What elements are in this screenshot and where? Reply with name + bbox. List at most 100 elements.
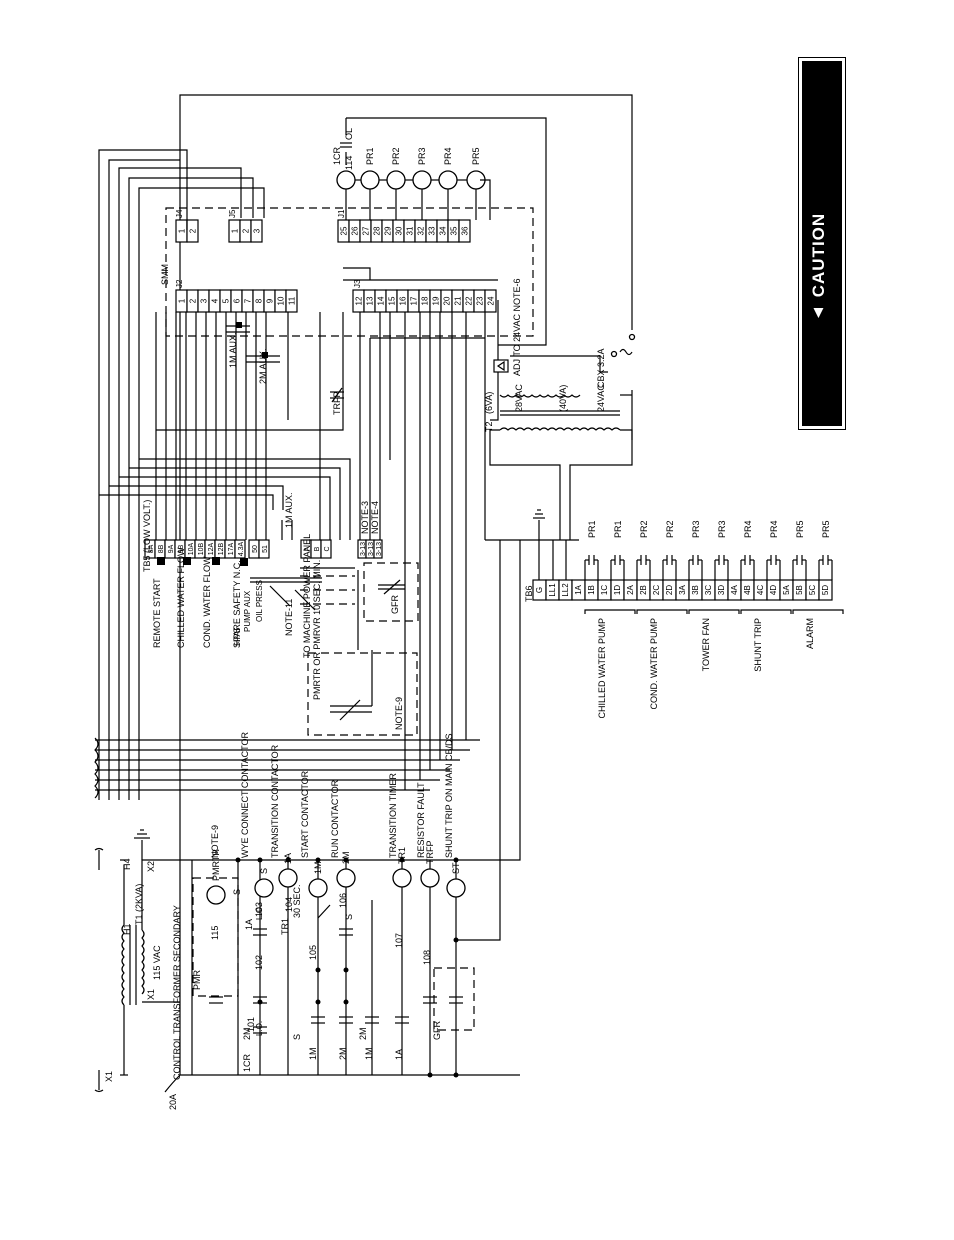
ladder-coil-label: 2M <box>341 851 351 864</box>
wire-number-label: 102 <box>254 955 264 970</box>
vac-label: 115 VAC <box>152 945 162 980</box>
j3-pin-label: 12 <box>355 296 364 305</box>
output-label: ALARM <box>805 618 815 649</box>
j2-pin-label: 6 <box>233 298 242 303</box>
tb6-terminal-label: LL1 <box>548 583 557 597</box>
h1-label: H1 <box>122 923 132 935</box>
tb6-terminal-label: G <box>535 587 544 593</box>
tb5-terminal-label: 50 <box>252 545 259 553</box>
tb5-devices <box>157 520 322 611</box>
j3-pin-label: 17 <box>410 296 419 305</box>
pmrtr-box <box>307 652 418 736</box>
tb5-title: TB5 (LOW VOLT.) <box>142 500 152 572</box>
j2-pin-label: 9 <box>266 298 275 303</box>
pmr-box <box>192 877 239 997</box>
x2-label: X2 <box>146 861 156 872</box>
input-label: CHILLED WATER FLOW <box>176 547 186 648</box>
gfr-label: GFR <box>390 595 400 614</box>
ladder-coil-label: 1A <box>283 853 293 864</box>
j3-pin-label: 21 <box>454 296 463 305</box>
aux-1m-tb5-label: 1M AUX. <box>284 492 294 528</box>
input-label: SPARE SAFETY N.C. <box>232 560 242 648</box>
ladder-coil-s <box>254 878 274 898</box>
j3-pin-label: 23 <box>476 296 485 305</box>
h4-label: H4 <box>122 858 132 870</box>
wire-number-label: 105 <box>308 945 318 960</box>
tb5-terminal <box>373 539 383 559</box>
aux-2m-label: 2M AUX. <box>258 348 268 384</box>
tb5-terminal-label: 9B <box>178 544 185 553</box>
t2-6va-label: (6VA) <box>484 392 494 414</box>
note11-label: NOTE-11 <box>284 599 294 636</box>
j3-pin-label: 22 <box>465 296 474 305</box>
output-label: COND. WATER PUMP <box>649 618 659 710</box>
pr-contact-label: PR3 <box>691 520 701 538</box>
ladder-contact-name: S <box>344 914 354 920</box>
wire-number-label: 103 <box>254 902 264 917</box>
j2-pin-label: 5 <box>222 298 231 303</box>
j3-pin <box>484 289 497 313</box>
machine-panel-wires <box>300 567 359 650</box>
tb6-terminal-label: 5C <box>808 585 817 595</box>
relay-label: PR1 <box>365 147 375 165</box>
tb6-terminal-label: 4A <box>730 584 739 594</box>
caution-banner: ▲ CAUTION <box>798 57 846 430</box>
j2-pin <box>285 289 298 313</box>
tb5-terminal <box>320 539 332 559</box>
j2-pin-label: 4 <box>211 298 220 303</box>
j2-pin-label: 1 <box>178 298 187 303</box>
ladder-coil-label: ST <box>451 862 461 874</box>
j2-name: J2 <box>175 279 184 288</box>
j1-pin-label: 25 <box>340 226 349 235</box>
j4-pin-label: 2 <box>189 228 198 233</box>
tb5-terminal-label: 4.3A <box>238 541 245 556</box>
ladder-contact-name: 1A <box>394 1049 404 1060</box>
ladder-coil-label: PMRTR <box>211 849 221 881</box>
gfr-box <box>363 562 419 622</box>
relay-label: PR4 <box>443 147 453 165</box>
tb6-terminal-label: 3D <box>717 585 726 595</box>
ladder-contact-name: 1M <box>308 1047 318 1060</box>
j2-pin-label: 2 <box>189 298 198 303</box>
j1-name: J1 <box>337 209 346 218</box>
relay-label: PR2 <box>391 147 401 165</box>
tb6-terminal-label: 1B <box>587 585 596 595</box>
v24-label: 24VAC <box>596 384 606 412</box>
tb5-terminal-label: 17A <box>228 542 235 555</box>
ladder-coil-label: S <box>259 868 269 874</box>
machine-panel-label: TO MACHINE POWER PANEL <box>302 534 312 658</box>
ladder-contact-name: 30 SEC. <box>292 884 302 918</box>
tb6-terminal-label: 1A <box>574 584 583 594</box>
tb5-terminal-label: 3-13 <box>368 542 375 556</box>
tb6-terminal-label: 4C <box>756 585 765 595</box>
j5-pin-label: 2 <box>242 228 251 233</box>
smm-module-outline <box>165 207 534 337</box>
wire-number-label: 108 <box>422 950 432 965</box>
ladder-contact-name: 1A <box>244 919 254 930</box>
transformer-t2 <box>489 333 636 540</box>
ladder-coil-pmrtr <box>206 885 226 905</box>
tb5-terminal-label: 12A <box>208 542 215 555</box>
j4-pin-label: 1 <box>178 228 187 233</box>
pmrtr-box-label: PMRTR OR PMRVR 10 SEC. MIN. <box>312 560 322 700</box>
lo1-label: L.O. <box>255 905 264 920</box>
ladder-contact-name: 2M <box>338 1047 348 1060</box>
relay-coil-pr1 <box>360 170 380 190</box>
tb6-terminal-label: 5B <box>795 585 804 595</box>
ladder-contact-name: 2M <box>358 1027 368 1040</box>
pr-contact-label: PR3 <box>717 520 727 538</box>
tb5-terminal-label: A <box>304 546 311 551</box>
function-label: TRANSITION CONTACTOR <box>270 744 280 858</box>
hps-label: HPS <box>232 627 242 646</box>
wire-number-label: 107 <box>394 933 404 948</box>
j1-pin-label: 34 <box>439 226 448 235</box>
tb6-terminal-label: 5D <box>821 585 830 595</box>
j2-pin-label: 11 <box>288 296 297 305</box>
tb5-terminal-label: 8B <box>158 544 165 553</box>
